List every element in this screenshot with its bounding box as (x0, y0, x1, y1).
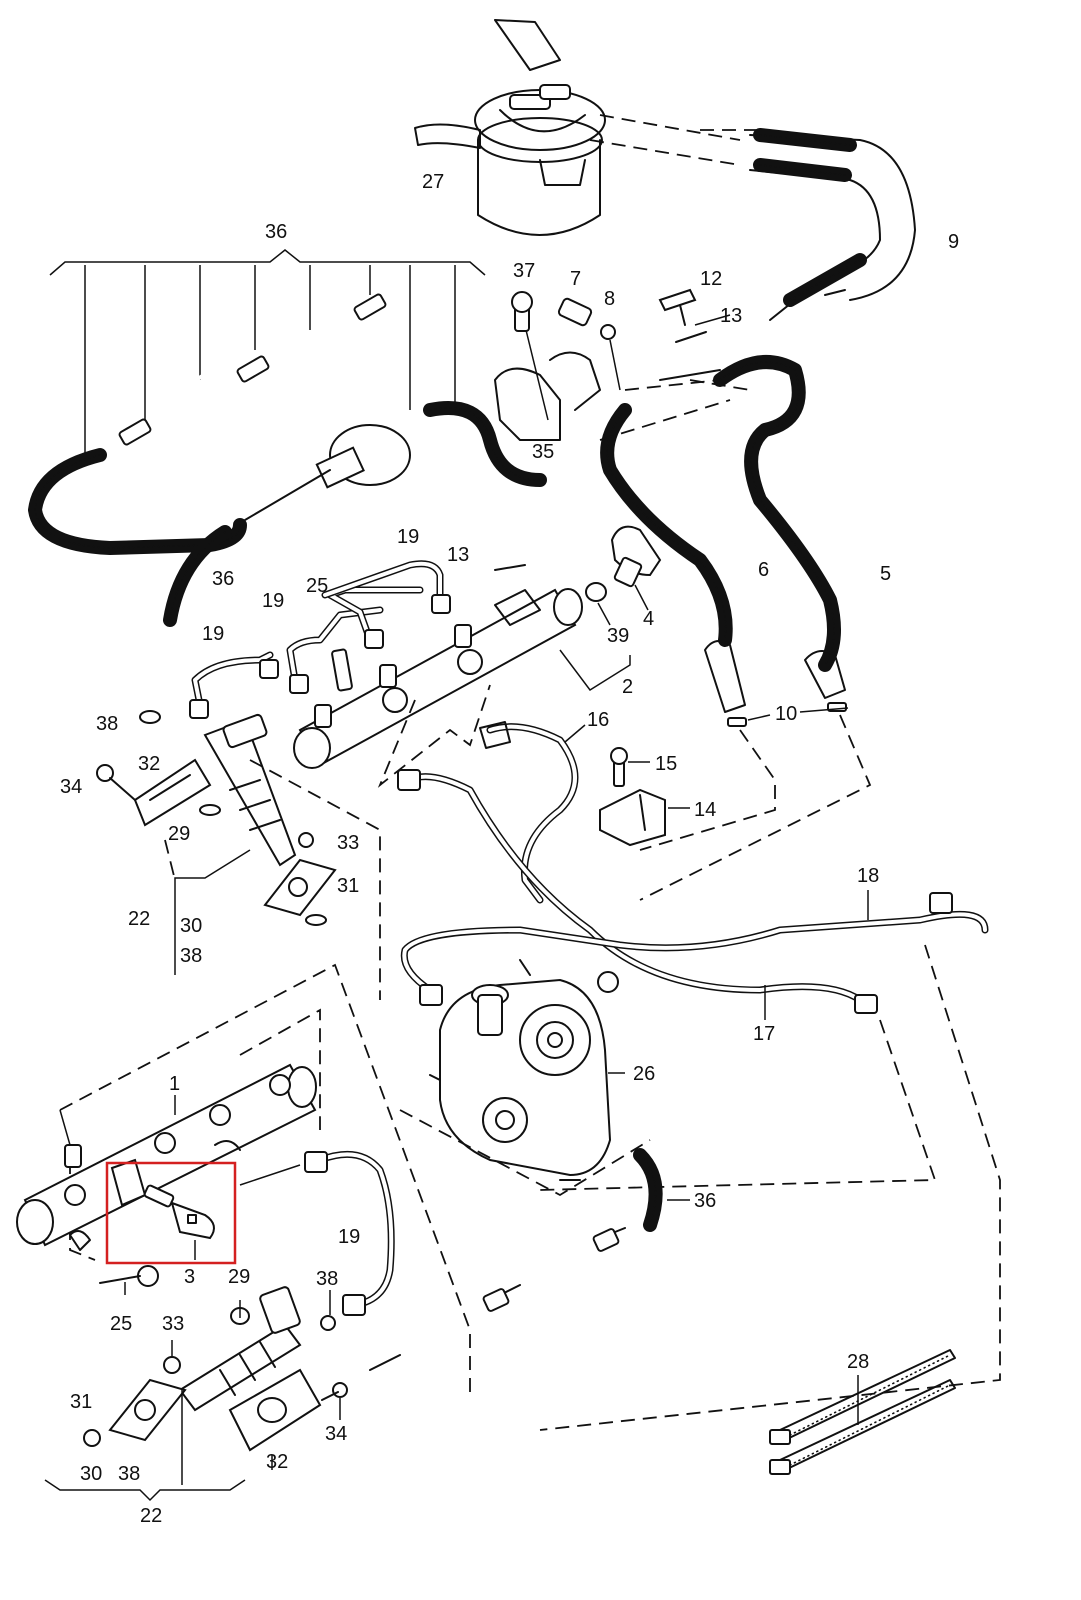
callout-32-lower: 32 (266, 1451, 288, 1473)
callout-2: 2 (622, 676, 633, 698)
callout-15: 15 (655, 753, 677, 775)
bracket-14[interactable] (599, 747, 690, 847)
fuel-rail-upper[interactable] (293, 588, 631, 788)
callout-3: 3 (184, 1266, 195, 1288)
callout-labels: 27 9 36 37 7 8 12 13 35 19 13 36 6 5 25 … (60, 171, 959, 1527)
clamps-10[interactable] (639, 702, 872, 901)
callout-39: 39 (607, 625, 629, 647)
callout-33-lower: 33 (162, 1313, 184, 1335)
callout-32-top: 32 (138, 753, 160, 775)
hose-9[interactable] (749, 128, 916, 321)
callout-16: 16 (587, 709, 609, 731)
sensor-bracket-group[interactable] (494, 291, 721, 441)
callout-13-top: 13 (720, 305, 742, 327)
callout-30-top: 30 (180, 915, 202, 937)
callout-35: 35 (532, 441, 554, 463)
return-hose-lower[interactable] (369, 1148, 690, 1371)
callout-38-a: 38 (96, 713, 118, 735)
callout-22-top: 22 (128, 908, 150, 930)
callout-22-lower: 22 (140, 1505, 162, 1527)
bolt-25-lower[interactable] (99, 1265, 159, 1295)
callout-19-d: 19 (338, 1226, 360, 1248)
callout-4: 4 (643, 608, 654, 630)
callout-36-mid: 36 (212, 568, 234, 590)
fuel-filter[interactable] (414, 19, 606, 236)
callout-28: 28 (847, 1351, 869, 1373)
callout-36-lower: 36 (694, 1190, 716, 1212)
callout-5: 5 (880, 563, 891, 585)
callout-7: 7 (570, 268, 581, 290)
callout-33-top: 33 (337, 832, 359, 854)
injector-lines-upper[interactable] (189, 560, 526, 719)
callout-38-c: 38 (316, 1268, 338, 1290)
callout-37: 37 (513, 260, 535, 282)
callout-14: 14 (694, 799, 716, 821)
callout-31-lower: 31 (70, 1391, 92, 1413)
callout-12: 12 (700, 268, 722, 290)
high-pressure-pump[interactable] (399, 959, 651, 1197)
callout-1: 1 (169, 1073, 180, 1095)
callout-31-top: 31 (337, 875, 359, 897)
callout-26: 26 (633, 1063, 655, 1085)
callout-19-a: 19 (397, 526, 419, 548)
callout-9: 9 (948, 231, 959, 253)
callout-18: 18 (857, 865, 879, 887)
rail-pressure-sensor-4[interactable] (585, 525, 662, 626)
callout-19-c: 19 (202, 623, 224, 645)
upper-guide-lines (589, 114, 760, 166)
return-hose-assembly[interactable] (28, 293, 547, 627)
injector-line-lower[interactable] (239, 1150, 395, 1316)
fuel-rail-lower[interactable] (16, 1063, 317, 1251)
injector-lower[interactable] (44, 1286, 348, 1502)
injector-upper[interactable] (96, 710, 381, 1000)
fuel-pressure-sensor-3[interactable] (110, 1158, 215, 1260)
high-pressure-line-16[interactable] (479, 721, 586, 904)
callout-38-b: 38 (180, 945, 202, 967)
callout-25-top: 25 (306, 575, 328, 597)
callout-34-top: 34 (60, 776, 82, 798)
lines-17-18[interactable] (397, 769, 1001, 1431)
callout-10: 10 (775, 703, 797, 725)
callout-29-lower: 29 (228, 1266, 250, 1288)
callout-17: 17 (753, 1023, 775, 1045)
cable-ties-28[interactable] (769, 1349, 956, 1475)
callout-38-d: 38 (118, 1463, 140, 1485)
callout-27: 27 (422, 171, 444, 193)
highlight-box (105, 1161, 237, 1265)
banjo-bolt-12[interactable] (658, 288, 731, 343)
group-bracket-36 (49, 249, 486, 455)
callout-30-lower: 30 (80, 1463, 102, 1485)
callout-29-top: 29 (168, 823, 190, 845)
fuel-hoses-5-6[interactable] (599, 355, 846, 713)
callout-13-mid: 13 (447, 544, 469, 566)
callout-6: 6 (758, 559, 769, 581)
callout-34-lower: 34 (325, 1423, 347, 1445)
callout-19-b: 19 (262, 590, 284, 612)
callout-36-top: 36 (265, 221, 287, 243)
callout-25-lower: 25 (110, 1313, 132, 1335)
callout-8: 8 (604, 288, 615, 310)
